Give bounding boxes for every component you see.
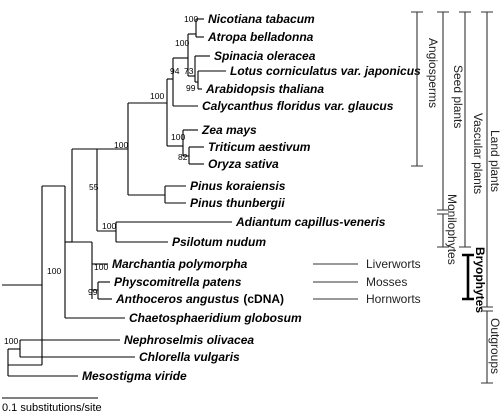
bracket-seed-plants <box>437 11 449 211</box>
label-angiosperms: Angiosperms <box>426 38 440 108</box>
taxon-nephroselmis: Nephroselmis olivacea <box>124 333 254 347</box>
taxon-mesostigma: Mesostigma viride <box>82 369 187 383</box>
clade-brackets: Angiosperms Seed plants Monilophytes Vas… <box>411 11 500 384</box>
support-mosses-hornworts: 99 <box>88 287 98 297</box>
support-bryophytes: 100 <box>94 262 108 272</box>
bracket-land-plants <box>481 11 493 308</box>
support-outgroups: 100 <box>4 336 18 346</box>
taxon-adiantum: Adiantum capillus-veneris <box>235 215 386 229</box>
bracket-angiosperms <box>411 11 423 167</box>
support-vascular: 55 <box>89 182 99 192</box>
support-monocots: 100 <box>171 132 185 142</box>
taxon-pinus-koraiensis: Pinus koraiensis <box>190 179 286 193</box>
support-eudicots: 94 <box>170 66 180 76</box>
bracket-outgroups <box>481 310 493 384</box>
bracket-vascular-plants <box>459 11 471 248</box>
taxon-nicotiana: Nicotiana tabacum <box>208 12 315 26</box>
label-bryophytes: Bryophytes <box>473 247 487 313</box>
support-values: 100 100 73 99 94 100 82 100 100 55 100 1… <box>4 14 198 346</box>
taxon-triticum: Triticum aestivum <box>208 140 311 154</box>
label-mosses: Mosses <box>366 275 407 289</box>
tree-branches <box>2 18 232 377</box>
support-spinacia-rosids: 73 <box>184 66 194 76</box>
label-monilophytes: Monilophytes <box>445 194 459 265</box>
taxon-arabidopsis: Arabidopsis thaliana <box>205 82 324 96</box>
support-lotus-arabidopsis: 99 <box>186 83 196 93</box>
scale-bar-label: 0.1 substitutions/site <box>2 402 102 413</box>
support-triticum-oryza: 82 <box>178 152 188 162</box>
lineage-labels: Liverworts Mosses Hornworts <box>313 257 421 306</box>
taxon-anthoceros-note: (cDNA) <box>243 292 284 306</box>
taxon-marchantia: Marchantia polymorpha <box>112 257 248 271</box>
taxon-anthoceros: Anthoceros angustus(cDNA) <box>115 292 284 306</box>
taxon-physcomitrella: Physcomitrella patens <box>114 275 242 289</box>
taxon-psilotum: Psilotum nudum <box>172 235 266 249</box>
taxon-labels: Nicotiana tabacum Atropa belladonna Spin… <box>82 12 421 383</box>
taxon-zea: Zea mays <box>201 123 257 137</box>
label-outgroups: Outgroups <box>488 318 500 374</box>
taxon-pinus-thunbergii: Pinus thunbergii <box>190 196 285 210</box>
label-hornworts: Hornworts <box>366 292 421 306</box>
support-land-plants: 100 <box>47 266 61 276</box>
taxon-chlorella: Chlorella vulgaris <box>139 350 240 364</box>
taxon-oryza: Oryza sativa <box>208 157 279 171</box>
taxon-calycanthus: Calycanthus floridus var. glaucus <box>202 99 394 113</box>
support-nicotiana-atropa: 100 <box>184 14 198 24</box>
taxon-anthoceros-name: Anthoceros angustus <box>115 292 240 306</box>
bracket-monilophytes <box>437 213 449 248</box>
label-vascular-plants: Vascular plants <box>471 113 485 194</box>
scale-bar: 0.1 substitutions/site <box>2 397 102 413</box>
label-seed-plants: Seed plants <box>451 65 465 128</box>
support-seed-plants: 100 <box>114 140 128 150</box>
support-angiosperms: 100 <box>150 91 164 101</box>
bracket-bryophytes <box>462 253 474 301</box>
label-land-plants: Land plants <box>488 130 500 192</box>
label-liverworts: Liverworts <box>366 257 421 271</box>
support-monilophytes: 100 <box>102 221 116 231</box>
taxon-lotus: Lotus corniculatus var. japonicus <box>230 64 421 78</box>
taxon-chaetosphaeridium: Chaetosphaeridium globosum <box>129 311 302 325</box>
taxon-atropa: Atropa belladonna <box>207 30 314 44</box>
taxon-spinacia: Spinacia oleracea <box>214 49 316 63</box>
support-asterids-rosids: 100 <box>175 38 189 48</box>
